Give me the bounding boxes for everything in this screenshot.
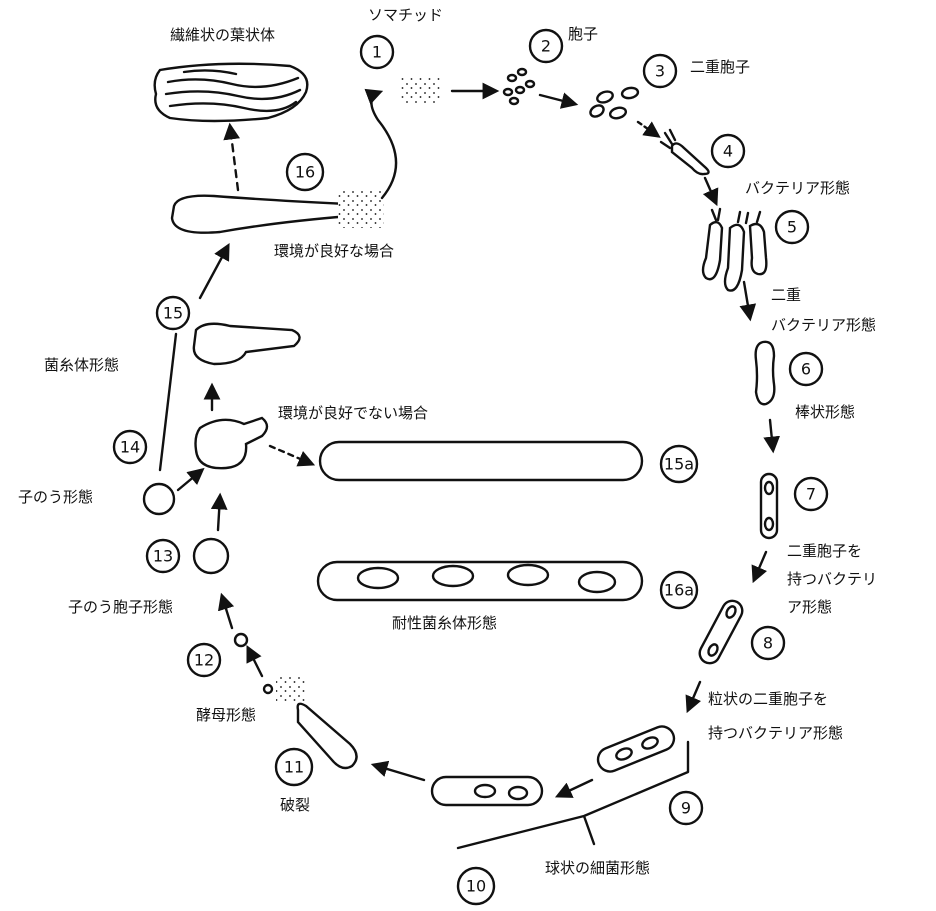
label-double-1: 二重 bbox=[771, 286, 801, 304]
double-spores bbox=[588, 87, 638, 120]
stage-5-badge: 5 bbox=[776, 211, 808, 243]
fibrous-thallus bbox=[155, 64, 308, 121]
arrow-11-12 bbox=[248, 648, 262, 676]
resistant-mycelium-spored bbox=[318, 562, 642, 600]
stage-13-badge: 13 bbox=[147, 540, 179, 572]
svg-text:9: 9 bbox=[681, 799, 691, 818]
arrow-7-8 bbox=[754, 552, 766, 580]
stage-16a-badge: 16a bbox=[661, 572, 697, 608]
somatid-cluster bbox=[400, 78, 442, 104]
label-spherical: 球状の細菌形態 bbox=[545, 859, 650, 877]
label-ascus: 子のう形態 bbox=[18, 488, 93, 506]
svg-text:6: 6 bbox=[801, 360, 811, 379]
label-bacteria: バクテリア形態 bbox=[745, 179, 850, 197]
arrow-16-fibrous bbox=[230, 126, 238, 190]
spherical-bacteria-upper bbox=[594, 723, 677, 775]
mycelium-bud bbox=[196, 418, 268, 468]
label-granular-1: 粒状の二重胞子を bbox=[708, 690, 828, 708]
bacteria-stage-4 bbox=[661, 130, 709, 174]
mycelium-form bbox=[194, 324, 300, 364]
label-unfavorable: 環境が良好でない場合 bbox=[278, 404, 428, 422]
arrow-4-5 bbox=[705, 178, 716, 203]
yeast-release bbox=[264, 676, 306, 702]
stage-7-badge: 7 bbox=[795, 478, 827, 510]
svg-text:15a: 15a bbox=[664, 455, 694, 474]
rod-with-spores bbox=[761, 474, 777, 538]
stage-6-badge: 6 bbox=[790, 353, 822, 385]
stage-2-badge: 2 bbox=[530, 30, 562, 62]
arrow-12-13 bbox=[222, 596, 232, 628]
arrow-16-1 bbox=[371, 92, 396, 198]
label-fibrous: 繊維状の葉状体 bbox=[170, 26, 275, 44]
ascospore-cell bbox=[194, 539, 228, 573]
resistant-mycelium-plain bbox=[320, 442, 642, 480]
svg-text:8: 8 bbox=[763, 634, 773, 653]
arrow-13-14 bbox=[218, 496, 220, 530]
stage-10-badge: 10 bbox=[458, 868, 494, 904]
arrow-5-6 bbox=[744, 282, 750, 318]
ascus-cell bbox=[144, 484, 174, 514]
svg-text:16a: 16a bbox=[664, 581, 694, 600]
svg-text:14: 14 bbox=[120, 438, 140, 457]
label-resistant: 耐性菌糸体形態 bbox=[392, 614, 497, 632]
svg-text:4: 4 bbox=[723, 142, 733, 161]
arrow-6-7 bbox=[770, 420, 773, 450]
label-ds-bact-2: 持つバクテリ bbox=[787, 570, 877, 588]
svg-text:12: 12 bbox=[194, 651, 214, 670]
arrow-15-16 bbox=[200, 246, 228, 298]
label-ascospore: 子のう胞子形態 bbox=[68, 598, 173, 616]
arrow-10-11 bbox=[374, 765, 424, 780]
arrow-3-4 bbox=[638, 122, 658, 136]
stage-3-badge: 3 bbox=[644, 55, 676, 87]
yeast-cell bbox=[235, 634, 247, 646]
svg-text:3: 3 bbox=[655, 62, 665, 81]
svg-text:13: 13 bbox=[153, 547, 173, 566]
spherical-bacteria-lower bbox=[432, 777, 542, 805]
mycelium-bracket bbox=[160, 334, 176, 470]
svg-text:2: 2 bbox=[541, 37, 551, 56]
bacteria-cluster bbox=[703, 209, 766, 291]
label-ds-bact-1: 二重胞子を bbox=[787, 542, 862, 560]
spores bbox=[504, 69, 534, 104]
svg-text:11: 11 bbox=[284, 758, 304, 777]
granular-rod bbox=[696, 597, 746, 666]
svg-text:10: 10 bbox=[466, 877, 486, 896]
svg-text:1: 1 bbox=[372, 43, 382, 62]
label-spore: 胞子 bbox=[568, 25, 598, 43]
stage-15-badge: 15 bbox=[157, 297, 189, 329]
stage-8-badge: 8 bbox=[752, 627, 784, 659]
stage-12-badge: 12 bbox=[188, 644, 220, 676]
svg-text:5: 5 bbox=[787, 218, 797, 237]
stage-1-badge: 1 bbox=[361, 36, 393, 68]
arrow-2-3 bbox=[540, 95, 575, 104]
label-double-spore: 二重胞子 bbox=[690, 58, 750, 76]
favorable-form bbox=[172, 188, 384, 233]
label-yeast: 酵母形態 bbox=[196, 706, 256, 724]
label-favorable: 環境が良好な場合 bbox=[274, 242, 394, 260]
stage-16-badge: 16 bbox=[287, 154, 323, 190]
arrow-8-9 bbox=[688, 682, 700, 710]
stage-15a-badge: 15a bbox=[661, 446, 697, 482]
stage-4-badge: 4 bbox=[712, 135, 744, 167]
label-somatid: ソマチッド bbox=[368, 6, 443, 24]
arrow-9-10 bbox=[558, 780, 592, 796]
label-ds-bact-3: ア形態 bbox=[787, 598, 832, 616]
label-granular-2: 持つバクテリア形態 bbox=[708, 724, 843, 742]
label-rod: 棒状形態 bbox=[795, 403, 855, 421]
arrow-ascus bbox=[178, 470, 202, 490]
stage-11-badge: 11 bbox=[276, 749, 312, 785]
svg-text:15: 15 bbox=[163, 304, 183, 323]
stage-14-badge: 14 bbox=[114, 431, 146, 463]
arrow-to-15a bbox=[270, 446, 312, 464]
svg-text:7: 7 bbox=[806, 485, 816, 504]
rod-form bbox=[756, 342, 775, 404]
label-rupture: 破裂 bbox=[280, 796, 310, 814]
label-double-2: バクテリア形態 bbox=[771, 316, 876, 334]
label-mycelium: 菌糸体形態 bbox=[44, 356, 119, 374]
stage-9-badge: 9 bbox=[670, 792, 702, 824]
svg-text:16: 16 bbox=[295, 163, 315, 182]
